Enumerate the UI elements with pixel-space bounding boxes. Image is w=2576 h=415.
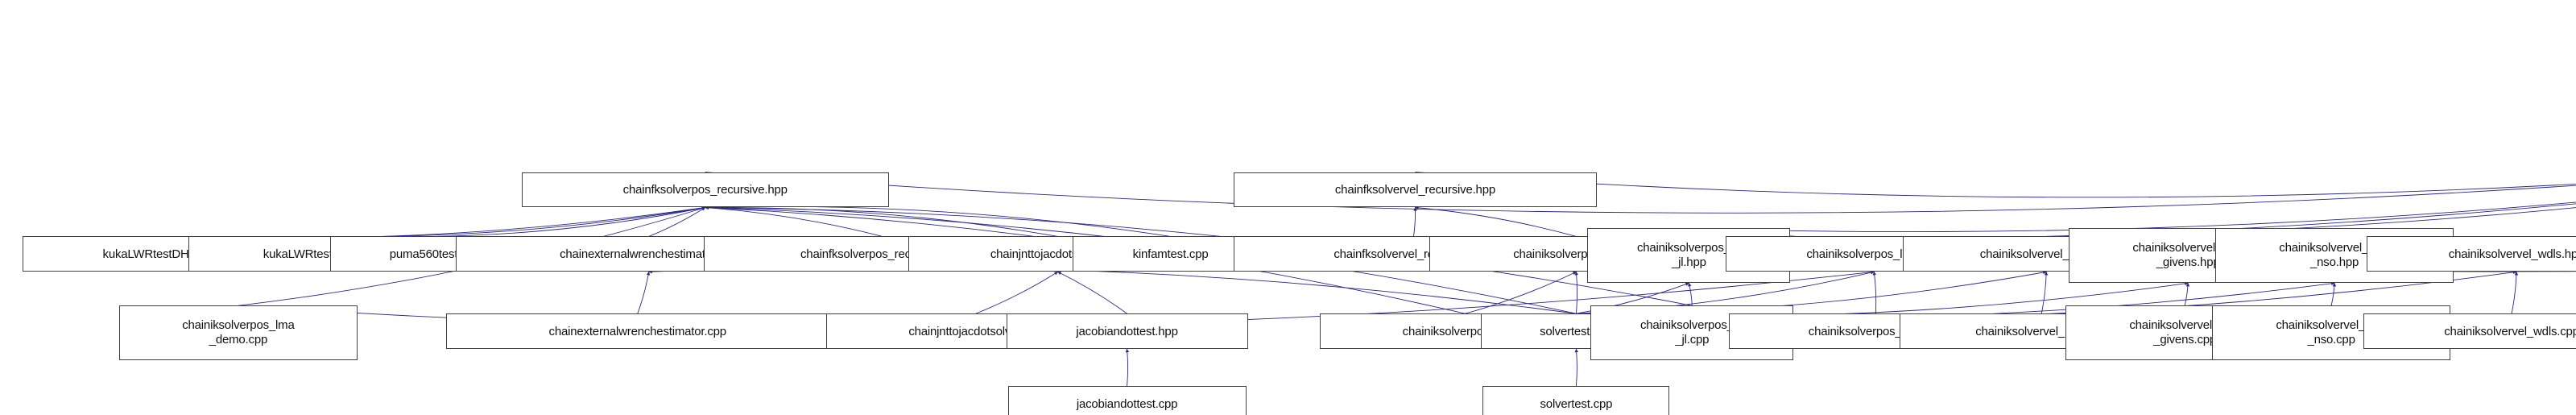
- graph-edge: [1689, 148, 2576, 232]
- graph-node-label: kinfamtest.cpp: [1132, 247, 1209, 261]
- graph-node-label: jacobiandottest.hpp: [1076, 324, 1178, 338]
- graph-edge: [2512, 271, 2520, 313]
- graph-edge: [1576, 148, 2576, 240]
- graph-edge: [322, 205, 706, 237]
- graph-edge: [1414, 204, 1576, 237]
- graph-node-label: chainiksolverpos_nr _jl.cpp: [1639, 318, 1744, 347]
- graph-node-label: chainiksolvervel_pinv _nso.hpp: [2279, 241, 2390, 270]
- graph-node-chainfksolverpos-recursive-hpp[interactable]: chainfksolverpos_recursive.hpp: [521, 172, 889, 208]
- graph-edge: [1686, 282, 1694, 305]
- graph-edge: [1573, 348, 1581, 386]
- graph-edge: [976, 272, 1059, 313]
- graph-edge: [1412, 206, 1420, 237]
- graph-edge: [1465, 272, 1577, 313]
- graph-node-jacobiandottest-hpp[interactable]: jacobiandottest.hpp: [1006, 313, 1248, 350]
- graph-node-chainiksolvervel-wdls-cpp[interactable]: chainiksolvervel_wdls.cpp: [2363, 313, 2576, 350]
- graph-node-label: chainiksolvervel_pinv _nso.cpp: [2276, 318, 2387, 347]
- graph-node-label: chainiksolverpos_nr _jl.hpp: [1636, 241, 1741, 270]
- graph-edge: [1871, 271, 1879, 313]
- graph-edge: [1123, 348, 1131, 386]
- graph-edge: [638, 271, 651, 313]
- graph-edge: [647, 267, 1577, 313]
- graph-node-chainfksolvervel-recursive-hpp[interactable]: chainfksolvervel_recursive.hpp: [1233, 172, 1598, 208]
- graph-edge: [704, 204, 883, 237]
- graph-node-label: chainiksolvervel_wdls.cpp: [2444, 324, 2576, 338]
- graph-node-label: chainfksolverpos_recursive.hpp: [622, 183, 788, 197]
- graph-edge: [435, 205, 706, 237]
- graph-edge: [704, 203, 1058, 236]
- graph-node-jacobiandottest-cpp[interactable]: jacobiandottest.cpp: [1007, 386, 1247, 415]
- graph-edge: [2330, 282, 2338, 305]
- graph-edge: [1573, 271, 1581, 313]
- graph-node-label: jacobiandottest.cpp: [1076, 396, 1178, 411]
- graph-edge: [1874, 148, 2576, 237]
- graph-edge: [704, 203, 1171, 236]
- graph-edge: [705, 148, 2576, 214]
- graph-edge: [1056, 272, 1127, 313]
- graph-node-solvertest-cpp[interactable]: solvertest.cpp: [1482, 386, 1670, 415]
- graph-node-chainiksolvervel-wdls-hpp[interactable]: chainiksolvervel_wdls.hpp: [2367, 236, 2576, 272]
- graph-node-label: solvertest.cpp: [1540, 396, 1613, 411]
- graph-node-label: chainiksolvervel_wdls.hpp: [2448, 247, 2576, 261]
- graph-node-label: chainexternalwrenchestimator.hpp: [560, 247, 738, 261]
- graph-edge: [167, 205, 706, 239]
- graph-edge: [2041, 271, 2050, 313]
- graph-node-chainiksolverpos-lma-demo-cpp[interactable]: chainiksolverpos_lma _demo.cpp: [118, 305, 358, 361]
- graph-node-chainexternalwrenchestimator-cpp[interactable]: chainexternalwrenchestimator.cpp: [445, 313, 829, 350]
- graph-node-label: chainfksolvervel_recursive.hpp: [1334, 183, 1495, 197]
- graph-node-label: chainiksolverpos_lma _demo.cpp: [182, 318, 295, 347]
- graph-edge: [2184, 282, 2192, 305]
- graph-edge: [649, 208, 706, 237]
- graph-node-label: chainexternalwrenchestimator.cpp: [548, 324, 727, 338]
